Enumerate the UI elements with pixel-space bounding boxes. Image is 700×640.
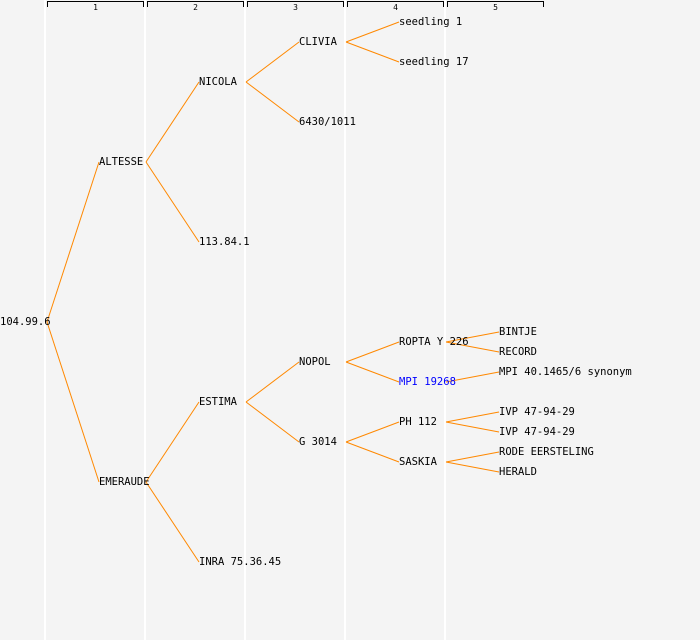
generation-label: 2 xyxy=(193,3,198,12)
pedigree-link xyxy=(245,41,300,83)
pedigree-root: 104.99.6 xyxy=(0,316,51,328)
generation-label: 1 xyxy=(93,3,98,12)
pedigree-link xyxy=(145,161,200,243)
generation-label: 5 xyxy=(493,3,498,12)
pedigree-link xyxy=(445,371,500,383)
column-divider xyxy=(244,0,246,640)
pedigree-link xyxy=(245,361,300,403)
pedigree-node: BINTJE xyxy=(499,326,537,338)
pedigree-node: INRA 75.36.45 xyxy=(199,556,282,568)
pedigree-link xyxy=(345,341,400,363)
pedigree-link xyxy=(46,161,100,323)
pedigree-node: RODE EERSTELING xyxy=(499,446,594,458)
pedigree-link xyxy=(145,481,200,563)
pedigree-link xyxy=(445,451,500,463)
pedigree-node: ROPTA Y 226 xyxy=(399,336,469,348)
pedigree-link xyxy=(445,341,500,353)
column-divider xyxy=(344,0,346,640)
pedigree-link xyxy=(345,41,400,63)
generation-label: 4 xyxy=(393,3,398,12)
pedigree-node: ESTIMA xyxy=(199,396,237,408)
pedigree-link xyxy=(245,81,300,123)
pedigree-node: HERALD xyxy=(499,466,537,478)
pedigree-node: EMERAUDE xyxy=(99,476,150,488)
pedigree-node: IVP 47-94-29 xyxy=(499,406,575,418)
column-divider xyxy=(144,0,146,640)
pedigree-link xyxy=(445,331,500,343)
pedigree-node: seedling 17 xyxy=(399,56,469,68)
generation-bracket xyxy=(347,1,444,7)
pedigree-node: RECORD xyxy=(499,346,537,358)
pedigree-link xyxy=(345,361,400,383)
pedigree-link xyxy=(445,461,500,473)
column-divider xyxy=(444,0,446,640)
pedigree-link xyxy=(145,81,200,163)
generation-bracket xyxy=(47,1,144,7)
pedigree-node: PH 112 xyxy=(399,416,437,428)
pedigree-link xyxy=(145,401,200,483)
pedigree-node: MPI 40.1465/6 synonym xyxy=(499,366,632,378)
pedigree-node[interactable]: MPI 19268 xyxy=(399,376,456,388)
pedigree-link xyxy=(345,21,400,43)
generation-bracket xyxy=(147,1,244,7)
pedigree-node: G 3014 xyxy=(299,436,337,448)
pedigree-node: 113.84.1 xyxy=(199,236,250,248)
pedigree-node: ALTESSE xyxy=(99,156,144,168)
column-divider xyxy=(44,0,46,640)
pedigree-node: seedling 1 xyxy=(399,16,463,28)
pedigree-link xyxy=(445,421,500,433)
pedigree-node: NICOLA xyxy=(199,76,237,88)
pedigree-link xyxy=(245,401,300,443)
pedigree-link xyxy=(345,441,400,463)
pedigree-node: IVP 47-94-29 xyxy=(499,426,575,438)
pedigree-node: CLIVIA xyxy=(299,36,337,48)
pedigree-link xyxy=(345,421,400,443)
generation-bracket xyxy=(247,1,344,7)
generation-bracket xyxy=(447,1,544,7)
pedigree-link xyxy=(445,411,500,423)
generation-label: 3 xyxy=(293,3,298,12)
pedigree-node: 6430/1011 xyxy=(299,116,356,128)
pedigree-node: NOPOL xyxy=(299,356,331,368)
pedigree-node: SASKIA xyxy=(399,456,437,468)
pedigree-link xyxy=(46,321,100,483)
